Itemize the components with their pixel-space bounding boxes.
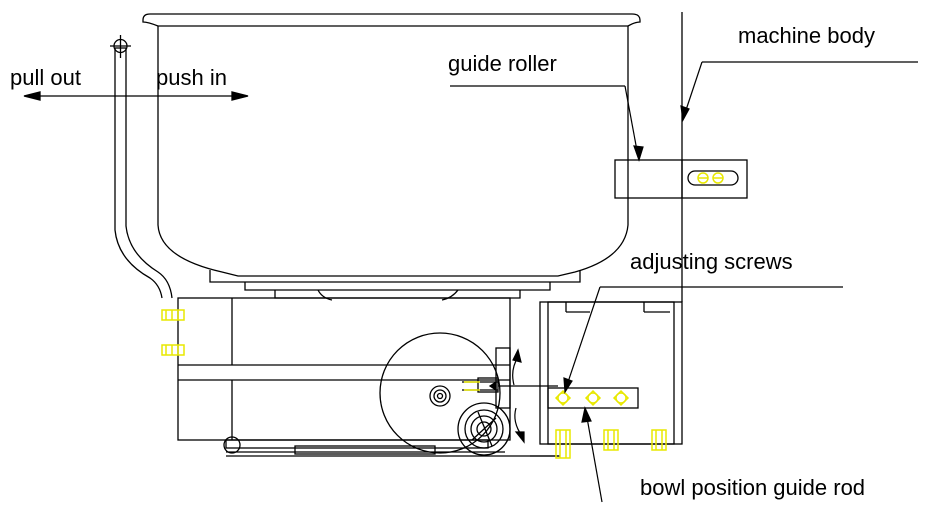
wheel — [379, 332, 501, 454]
label-guide-roller: guide roller — [448, 51, 557, 76]
bearing-wheel — [457, 402, 511, 456]
rotation-arrows — [512, 348, 525, 444]
pull-push-arrow — [23, 91, 249, 101]
label-machine-body: machine body — [738, 23, 875, 48]
leader-lines — [450, 61, 918, 503]
machine-bracket-box — [530, 301, 683, 457]
fasteners — [161, 172, 724, 459]
bowl-carriage — [177, 297, 560, 457]
lever-bracket — [462, 347, 558, 409]
guide-roller — [614, 159, 748, 199]
label-bowl-position-guide-rod: bowl position guide rod — [640, 475, 865, 500]
mixing-bowl — [142, 13, 641, 301]
guide-rod-bar — [547, 387, 639, 409]
bowl-handle — [110, 35, 173, 299]
label-pull-out: pull out — [10, 65, 81, 90]
label-push-in: push in — [156, 65, 227, 90]
label-adjusting-screws: adjusting screws — [630, 249, 793, 274]
